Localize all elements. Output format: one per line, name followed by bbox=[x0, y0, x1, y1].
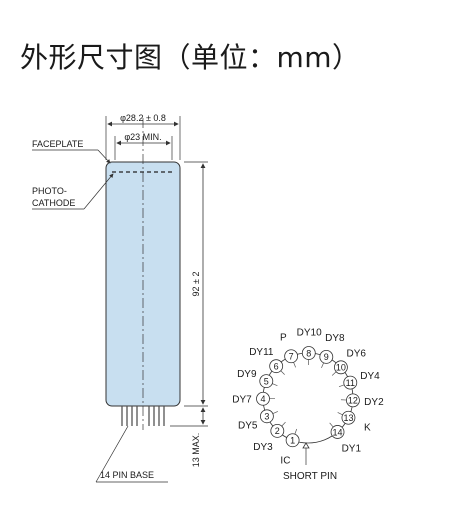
pin-label: P bbox=[280, 332, 287, 343]
pin-number: 12 bbox=[348, 396, 358, 406]
pin-tick bbox=[271, 383, 278, 386]
base-label: 14 PIN BASE bbox=[100, 470, 154, 480]
pin-circle bbox=[270, 424, 285, 438]
pin-number: 9 bbox=[324, 352, 329, 362]
pin-label: DY8 bbox=[325, 333, 345, 344]
pin-label: DY11 bbox=[249, 347, 274, 358]
pin-length-label: 13 MAX. bbox=[191, 433, 201, 468]
pin-label: K bbox=[364, 422, 371, 433]
photocathode-label-2: CATHODE bbox=[32, 198, 75, 208]
pin-number: 1 bbox=[290, 436, 295, 446]
pin-label: DY10 bbox=[297, 328, 322, 339]
pin-circle bbox=[319, 349, 334, 364]
pin-circle bbox=[334, 360, 348, 375]
pin-tick bbox=[281, 421, 286, 427]
pin-number: 8 bbox=[306, 348, 311, 358]
page-title: 外形尺寸图（单位：mm） bbox=[20, 41, 361, 74]
pin-tick bbox=[280, 370, 285, 375]
photocathode-label-1: PHOTO- bbox=[32, 186, 67, 196]
pin-tick bbox=[331, 371, 337, 376]
pin-label: DY2 bbox=[364, 397, 384, 408]
pin-number: 3 bbox=[264, 412, 269, 422]
pin-circle bbox=[256, 391, 270, 406]
pin-circle bbox=[285, 433, 300, 448]
pin-number: 13 bbox=[343, 413, 353, 423]
length-label: 92 ± 2 bbox=[191, 272, 201, 297]
pin-circle bbox=[341, 410, 356, 425]
tube-side-view: φ28.2 ± 0.8 φ23 MIN. FACEPLATE PHOTO- CA… bbox=[32, 113, 208, 483]
pin-label: DY5 bbox=[238, 420, 258, 431]
pin-label: DY1 bbox=[342, 443, 362, 454]
pin-tick bbox=[294, 428, 298, 435]
pin-tick bbox=[321, 362, 325, 368]
inner-diameter-label: φ23 MIN. bbox=[124, 132, 161, 142]
pin-tick bbox=[337, 412, 344, 416]
pin-tick bbox=[329, 422, 334, 428]
pin-circle bbox=[269, 359, 284, 374]
pin-number: 2 bbox=[275, 426, 280, 436]
pin-label: DY6 bbox=[347, 348, 367, 359]
pin-circle bbox=[343, 375, 358, 390]
pin-circle bbox=[259, 374, 274, 389]
pin-label: IC bbox=[280, 456, 290, 467]
pin-circle bbox=[284, 349, 299, 364]
outer-diameter-label: φ28.2 ± 0.8 bbox=[120, 113, 166, 123]
base-pins bbox=[121, 406, 165, 426]
pin-circle bbox=[259, 409, 274, 424]
pin-number: 6 bbox=[274, 361, 279, 371]
pin-circle bbox=[346, 393, 360, 408]
pin-number: 14 bbox=[333, 427, 343, 437]
pin-number: 5 bbox=[264, 376, 269, 386]
faceplate-label: FACEPLATE bbox=[32, 139, 83, 149]
pin-number: 7 bbox=[289, 352, 294, 362]
pin-number: 10 bbox=[336, 363, 346, 373]
pin-circle bbox=[330, 425, 345, 439]
pin-tick bbox=[338, 384, 345, 388]
pin-number: 11 bbox=[346, 378, 355, 388]
pin-label: DY3 bbox=[253, 442, 273, 453]
pin-label: DY9 bbox=[237, 369, 257, 380]
pin-label: DY4 bbox=[360, 371, 380, 382]
pin-tick bbox=[293, 361, 296, 368]
pin-label: DY7 bbox=[232, 395, 252, 406]
pin-tick bbox=[272, 411, 278, 415]
pin-circle bbox=[301, 346, 316, 360]
pin-number: 4 bbox=[260, 394, 265, 404]
short-pin-label: SHORT PIN bbox=[283, 471, 337, 482]
